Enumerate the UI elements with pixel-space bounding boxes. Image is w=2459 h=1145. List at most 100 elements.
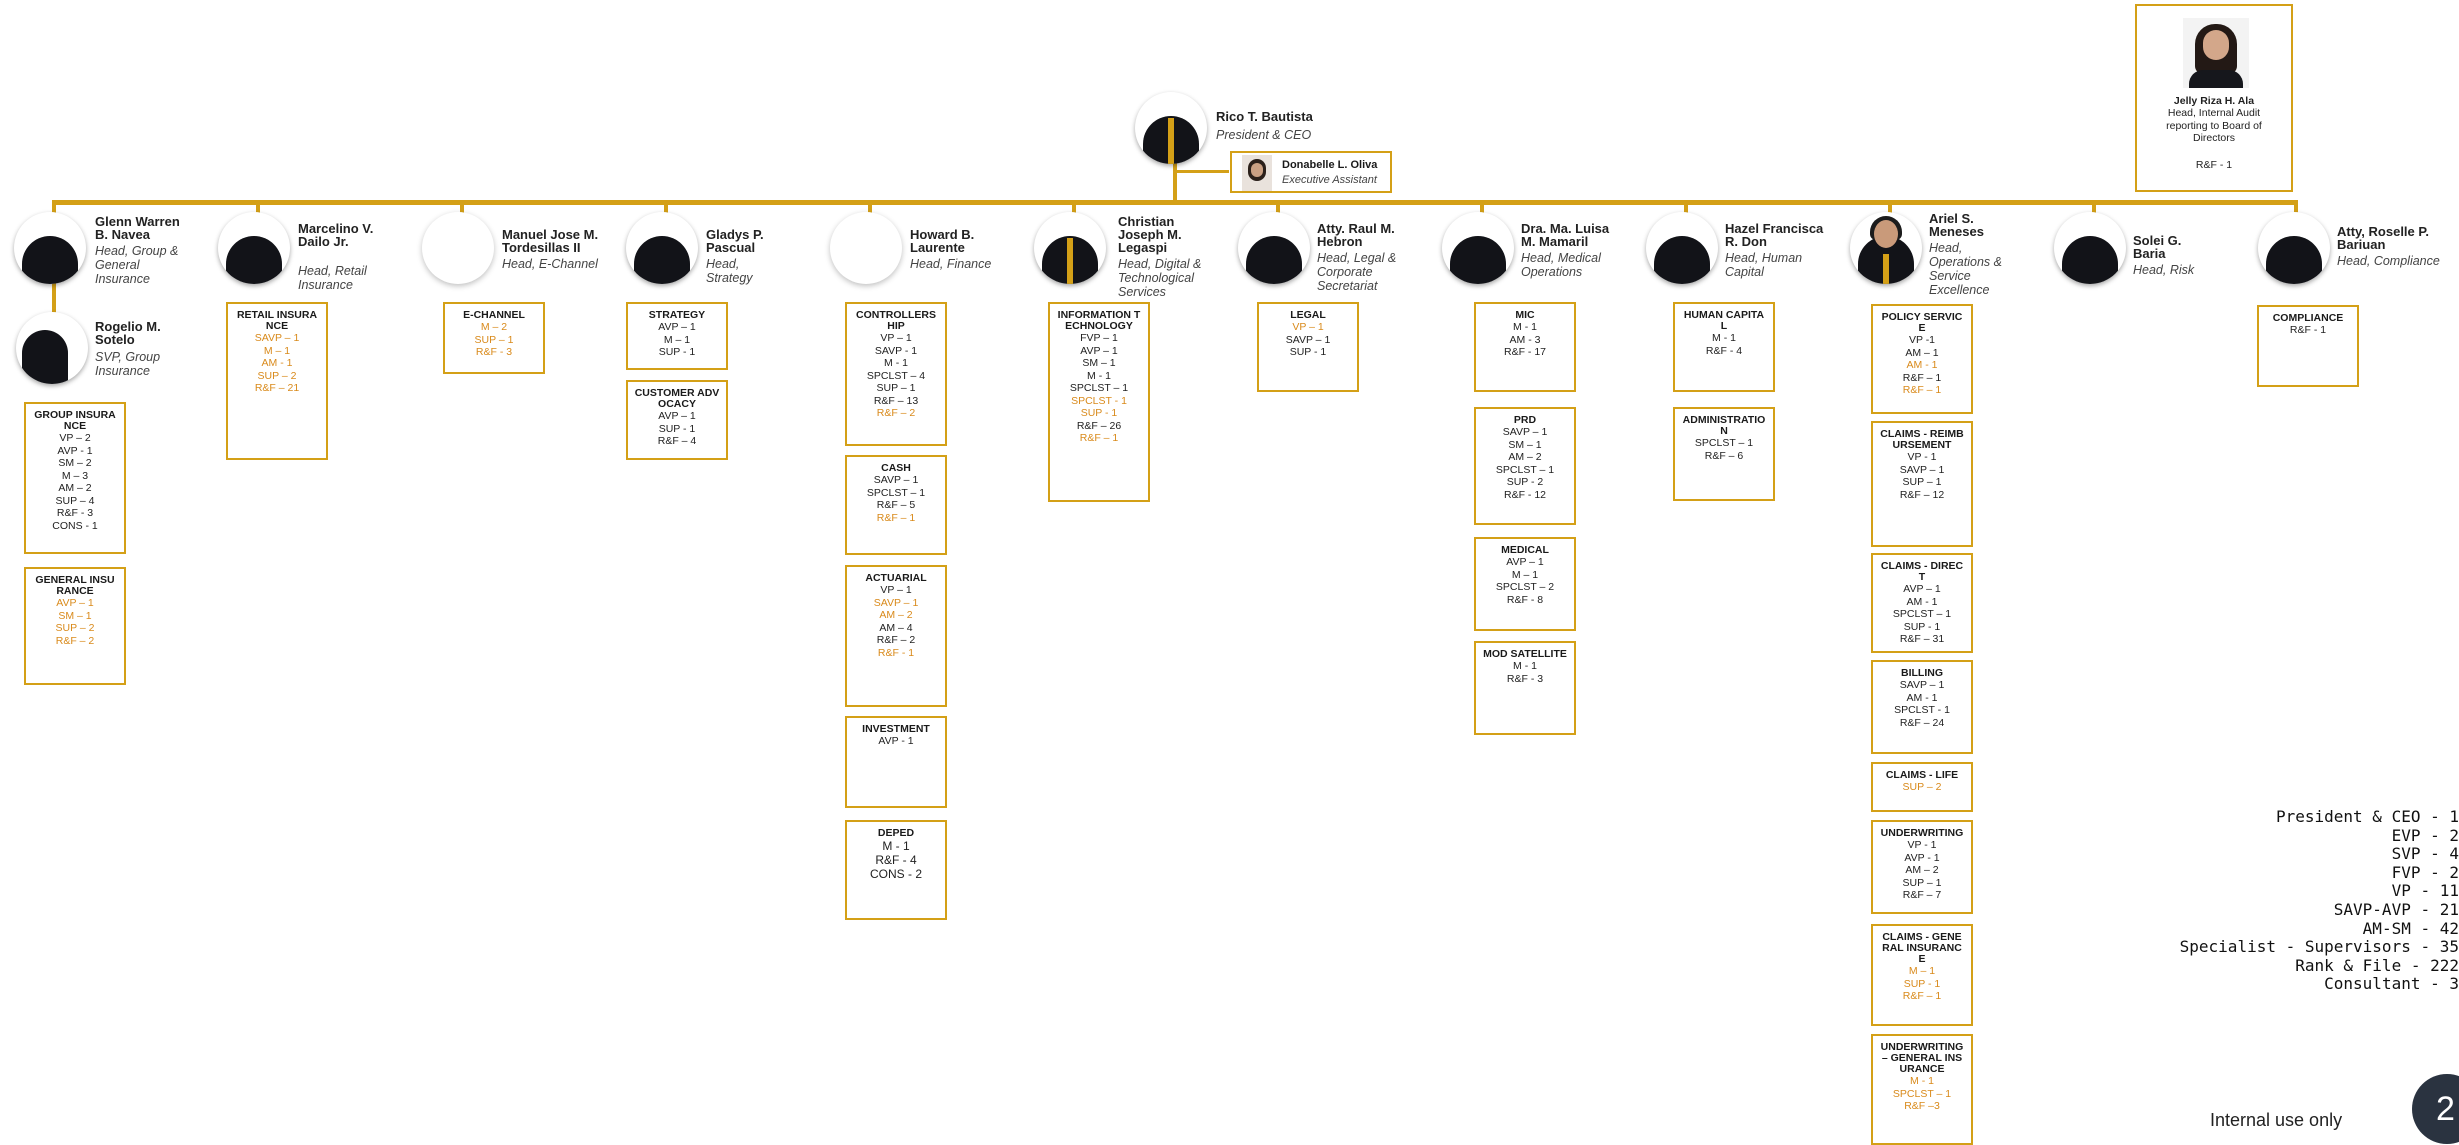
unit-headcount-line: SPCLST – 2 [1495,581,1555,593]
unit-headcount-line: R&F - 3 [475,346,513,358]
unit-headcount-line: R&F - 1 [2289,324,2327,336]
unit-headcount-line: SUP – 2 [55,622,95,634]
unit-headcount-line: SM – 1 [1082,357,1116,369]
unit-headcount-line: R&F – 31 [1899,633,1945,645]
unit-headcount-line: VP – 1 [1292,321,1324,333]
head-name: Marcelino V. Dailo Jr. [298,221,374,249]
unit-headcount-line: R&F - 17 [1503,346,1546,358]
internal-audit-card: Jelly Riza H. Ala Head, Internal Audit r… [2135,4,2293,192]
unit-headcount-line: SUP - 1 [1903,620,1941,633]
unit-headcount-line: R&F – 2 [876,634,916,646]
head-name: Howard B. Laurente [910,227,975,255]
head-drop-connector [868,200,872,214]
unit-headcount-line: SAVP – 1 [1899,679,1945,691]
head-title: Head, Human Capital [1725,251,1803,279]
unit-headcount-line: SAVP – 1 [1285,333,1331,346]
unit-headcount-line: M – 3 [61,469,89,482]
unit-headcount-line: SUP - 1 [658,422,696,435]
head-name: Solei G. Baria [2133,233,2182,261]
head-name: Ariel S. Meneses [1929,211,1984,239]
unit-headcount-line: SPCLST – 1 [1495,463,1555,476]
head-drop-connector [1888,200,1892,214]
unit-title: RETAIL INSURANCE [236,309,318,332]
summary-line: Rank & File - 222 [2295,955,2459,975]
unit-headcount-line: R&F – 26 [1076,419,1122,432]
head-title: Head, Medical Operations [1521,251,1601,279]
unit-title: CLAIMS - LIFE [1885,769,1959,781]
unit-headcount-line: SUP - 1 [1903,977,1941,990]
head-photo [218,212,290,284]
unit-headcount-line: SUP – 2 [257,369,297,382]
unit-headcount-line: R&F – 24 [1899,716,1945,729]
unit-headcount-line: SPCLST – 1 [1069,382,1129,394]
ceo-vertical-connector [1173,160,1177,202]
main-horizontal-connector [52,200,2296,205]
head-photo [1646,212,1718,284]
unit-title: POLICY SERVICE [1881,311,1963,334]
unit-headcount-line: AVP – 1 [1080,344,1118,357]
unit-headcount-line: SUP – 1 [1902,876,1942,889]
summary-line: SVP - 4 [2391,844,2459,864]
unit-headcount-line: CONS - 1 [52,519,98,532]
unit-headcount-line: R&F – 21 [254,382,300,394]
audit-title: Head, Internal Audit reporting to Board … [2166,107,2262,144]
summary-line: President & CEO - 1 [2275,807,2459,826]
assistant-connector [1177,170,1229,173]
unit-headcount-line: R&F – 5 [876,499,916,511]
unit-headcount-line: M - 1 [1910,1075,1934,1087]
unit-title: CLAIMS - REIMBURSEMENT [1880,428,1964,451]
unit-headcount-line: R&F – 1 [1079,432,1119,444]
head-photo [422,212,494,284]
unit-headcount-line: CONS - 2 [869,867,922,881]
unit-title: PRD [1513,414,1537,426]
assistant-card: Donabelle L. Oliva Executive Assistant [1230,151,1392,193]
unit-headcount-line: M – 1 [1511,568,1539,581]
unit-headcount-line: SM – 1 [58,609,92,622]
unit-headcount-line: SUP – 1 [474,333,514,346]
unit-headcount-line: M - 1 [1712,332,1736,344]
summary-line: EVP - 2 [2391,825,2459,845]
unit-headcount-line: SUP - 1 [658,346,696,358]
head-drop-connector [256,200,260,214]
head-title: Head, Finance [910,257,992,271]
unit-headcount-line: AVP – 1 [658,321,696,333]
unit-title: COMPLIANCE [2272,312,2344,324]
unit-headcount-line: VP – 1 [880,332,912,344]
ceo-name: Rico T. Bautista [1216,109,1313,124]
unit-headcount-line: AVP – 1 [1903,583,1941,595]
head-photo [14,212,86,284]
unit-title: GROUP INSURANCE [34,409,116,432]
unit-headcount-line: FVP – 1 [1080,332,1118,344]
head-photo [1238,212,1310,284]
head-name: Atty, Roselle P. Bariuan [2337,224,2429,252]
summary-line: Specialist - Supervisors - 35 [2179,937,2459,957]
unit-headcount-line: AVP - 1 [1904,851,1940,864]
unit-headcount-line: SUP - 2 [1506,476,1544,488]
unit-headcount-line: M – 1 [663,333,691,346]
head-title: Head, Retail Insurance [298,264,367,292]
unit-headcount-line: SUP – 4 [55,494,95,507]
head-title: Head, Group & General Insurance [95,244,179,286]
unit-title: UNDERWRITING [1880,827,1964,839]
unit-headcount-line: SPCLST – 4 [866,369,926,382]
assistant-name: Donabelle L. Oliva [1282,159,1378,171]
summary-line: Consultant - 3 [2324,974,2459,994]
unit-headcount-line: AM - 1 [1906,595,1938,608]
unit-headcount-line: M - 1 [1513,660,1537,672]
